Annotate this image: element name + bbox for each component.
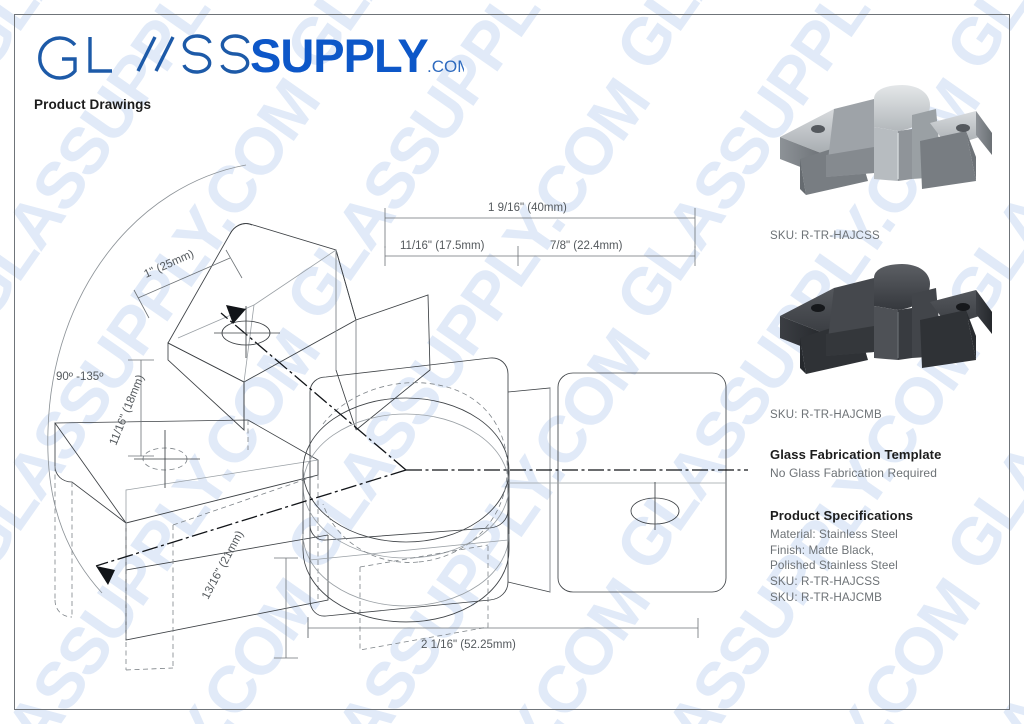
spec-line: Polished Stainless Steel xyxy=(770,559,898,573)
left-lower-arm xyxy=(54,419,329,671)
glass-fabrication-note: No Glass Fabrication Required xyxy=(770,466,937,480)
sku-stainless: SKU: R-TR-HAJCSS xyxy=(770,230,880,242)
glassupply-logo: SUPPLY .COM xyxy=(34,28,464,84)
product-render-stainless xyxy=(780,85,992,195)
spec-line: SKU: R-TR-HAJCMB xyxy=(770,590,882,604)
dimension-chain-top: 1 9/16" (40mm) 11/16" (17.5mm) 7/8" (22.… xyxy=(384,202,696,266)
dimension-label-top-left: 11/16" (17.5mm) xyxy=(400,240,485,252)
spec-line: Material: Stainless Steel xyxy=(770,527,898,541)
watermark-text: GLASSUPPLY.COM xyxy=(0,0,4,334)
svg-text:.COM: .COM xyxy=(427,57,464,76)
angle-range-label: 90º -135º xyxy=(56,371,104,383)
watermark-text: GLASSUPPLY.COM xyxy=(0,66,4,584)
page-border xyxy=(14,14,1010,710)
dimension-bottom-overall: 2 1/16" (52.25mm) xyxy=(307,617,699,651)
logo-svg: SUPPLY .COM xyxy=(38,29,464,82)
page-title: Product Drawings xyxy=(34,97,152,112)
dimension-lower-height: 13/16" (21mm) xyxy=(200,529,298,659)
product-specifications-heading: Product Specifications xyxy=(770,507,914,523)
product-photo-matte-black xyxy=(770,264,998,399)
sku-matte-black: SKU: R-TR-HAJCMB xyxy=(770,409,882,421)
product-specifications-section: Product Specifications Material: Stainle… xyxy=(770,508,1002,605)
watermark-text: GLASSUPPLY.COM xyxy=(0,0,4,84)
dimension-label-top-right: 7/8" (22.4mm) xyxy=(550,240,623,252)
spec-line: SKU: R-TR-HAJCSS xyxy=(770,574,881,588)
svg-text:SUPPLY: SUPPLY xyxy=(250,29,428,82)
dimension-label-top-overall: 1 9/16" (40mm) xyxy=(488,202,567,214)
spec-line: Finish: Matte Black, xyxy=(770,543,874,557)
glass-fabrication-heading: Glass Fabrication Template xyxy=(770,447,942,462)
dimension-side-height: 11/16" (18mm) xyxy=(108,359,154,457)
dimension-label-bottom-overall: 2 1/16" (52.25mm) xyxy=(421,639,516,651)
angle-adjustment-arc xyxy=(47,164,247,594)
centerlines xyxy=(95,305,748,585)
dimension-label-lower-height: 13/16" (21mm) xyxy=(200,529,246,602)
watermark-text: GLASSUPPLY.COM xyxy=(0,316,4,724)
product-render-matte-black xyxy=(780,264,992,374)
hinge-pivot-body xyxy=(302,357,510,651)
product-specifications-list: Material: Stainless Steel Finish: Matte … xyxy=(770,527,1002,605)
technical-drawing-svg: .ln { fill:none; stroke:#3d4145; stroke-… xyxy=(47,164,748,671)
product-photo-stainless xyxy=(770,85,998,220)
right-column: SKU: R-TR-HAJCSS xyxy=(770,85,1002,605)
technical-drawing: .ln { fill:none; stroke:#3d4145; stroke-… xyxy=(18,130,748,675)
right-arm xyxy=(507,372,727,593)
watermark-text: GLASSUPPLY.COM xyxy=(0,566,4,724)
glass-fabrication-section: Glass Fabrication Template No Glass Fabr… xyxy=(770,447,1002,482)
